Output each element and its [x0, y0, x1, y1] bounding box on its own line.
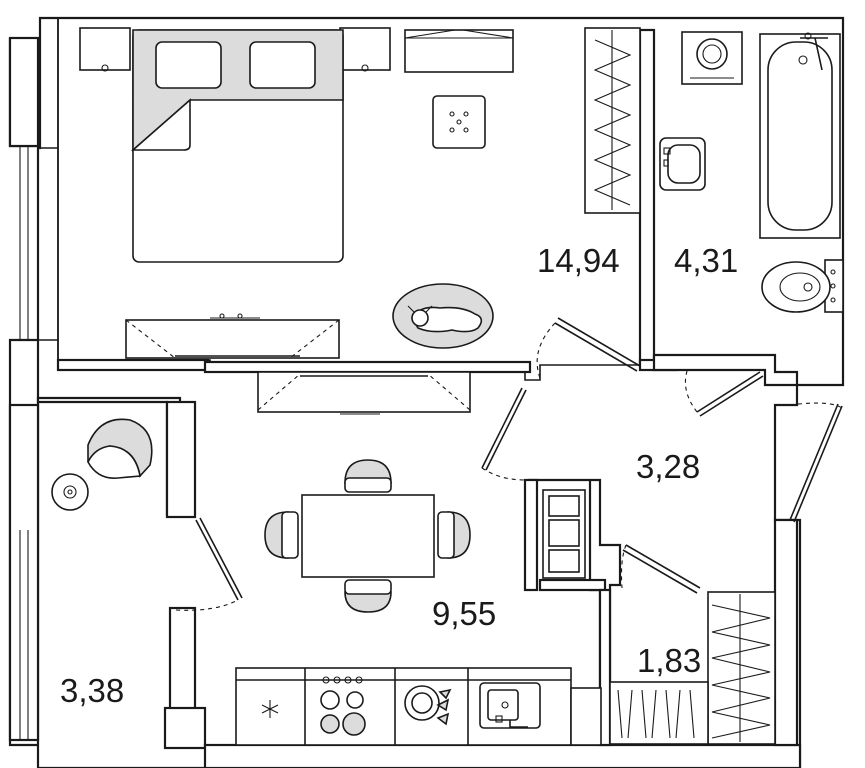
- dresser: [404, 29, 514, 73]
- ottoman: [432, 95, 486, 149]
- armchair: [87, 418, 153, 479]
- door-bedroom: [536, 317, 641, 379]
- interior-walls: [36, 28, 802, 768]
- toilet: [761, 259, 844, 313]
- area-label-storage: 1,83: [637, 642, 701, 679]
- balcony: [51, 418, 153, 511]
- area-label-bathroom: 4,31: [674, 242, 738, 279]
- tv-unit-bedroom: [125, 313, 340, 359]
- wardrobe-bedroom: [584, 27, 641, 214]
- bathroom-sink: [659, 137, 706, 191]
- kitchen: [175, 371, 602, 746]
- kitchen-counter: [235, 667, 602, 746]
- bathroom: [659, 31, 844, 417]
- area-label-bedroom: 14,94: [537, 242, 620, 279]
- washing-machine: [681, 31, 743, 85]
- bed: [130, 29, 344, 263]
- side-table: [51, 473, 89, 511]
- window-left-lower: [8, 403, 40, 742]
- area-label-hall: 3,28: [636, 448, 700, 485]
- bathtub: [759, 32, 841, 239]
- window-left-upper: [8, 36, 40, 340]
- door-bathroom: [684, 367, 764, 417]
- pet-bed: [392, 283, 494, 349]
- bedside-table-right: [339, 27, 391, 71]
- area-label-balcony: 3,38: [60, 672, 124, 709]
- hall: [481, 387, 843, 594]
- shoe-cabinet: [542, 489, 586, 579]
- tv-unit-kitchen: [257, 371, 471, 415]
- bedside-table-left: [79, 27, 131, 71]
- area-labels: 14,94 4,31 3,28 9,55 1,83 3,38: [60, 242, 738, 709]
- storage: [609, 591, 776, 745]
- area-label-kitchen: 9,55: [432, 595, 496, 632]
- dining-table: [264, 459, 471, 613]
- bedroom: [79, 27, 641, 379]
